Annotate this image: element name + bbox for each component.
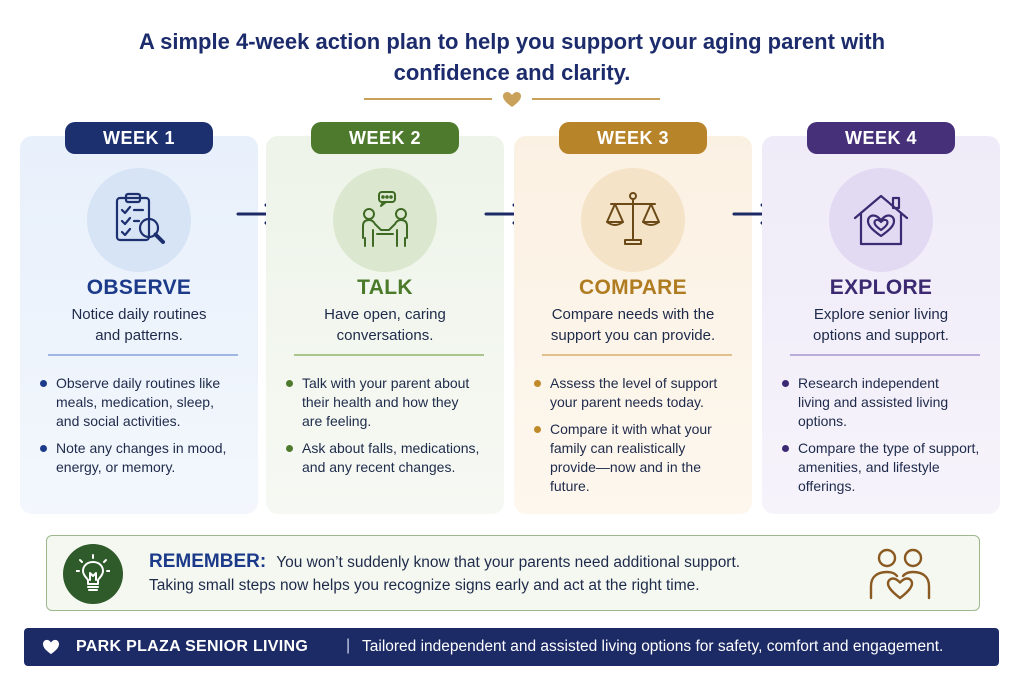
week-3-card: WEEK 3 COMPARE Compare needs with the su…: [514, 122, 752, 514]
week-4-icon-circle: [829, 168, 933, 272]
week-2-badge: WEEK 2: [311, 122, 459, 154]
family-heart-icon: [869, 548, 931, 600]
week-3-icon-circle: [581, 168, 685, 272]
week-4-badge: WEEK 4: [807, 122, 955, 154]
week-1-bullets: Observe daily routines like meals, medic…: [38, 374, 252, 485]
week-2-title: TALK: [357, 276, 413, 299]
divider-line-right: [532, 98, 660, 100]
week-4-bullets: Research independent living and assisted…: [780, 374, 994, 504]
list-item: Compare it with what your family can rea…: [532, 420, 746, 496]
bullet-dot: [40, 445, 47, 452]
week-3-title: COMPARE: [579, 276, 687, 299]
remember-line-1: REMEMBER: You won’t suddenly know that y…: [149, 551, 740, 573]
list-item: Observe daily routines like meals, medic…: [38, 374, 252, 431]
week-3-bullets: Assess the level of support your parent …: [532, 374, 746, 504]
week-1-card: WEEK 1 OBSERVE Notice daily routines and…: [20, 122, 258, 514]
bullet-line: living and assisted living: [798, 394, 949, 410]
week-4-title: EXPLORE: [829, 276, 933, 299]
bullet-line: Note any changes in mood,: [56, 440, 227, 456]
week-1-badge: WEEK 1: [65, 122, 213, 154]
week-4-subtitle-line-1: Explore senior living: [813, 306, 949, 323]
week-2-subtitle-line-1: Have open, caring: [324, 306, 446, 323]
clipboard-magnifier-icon: [115, 192, 165, 244]
week-2-card: WEEK 2 TALK Have open, caring conversati…: [266, 122, 504, 514]
week-2-rule: [294, 354, 484, 356]
remember-text-1: You won’t suddenly know that your parent…: [276, 554, 741, 571]
list-item: Note any changes in mood, energy, or mem…: [38, 439, 252, 477]
list-item: Assess the level of support your parent …: [532, 374, 746, 412]
remember-box: REMEMBER: You won’t suddenly know that y…: [46, 535, 980, 611]
divider-line-left: [364, 98, 492, 100]
list-item: Ask about falls, medications, and any re…: [284, 439, 498, 477]
week-2-icon-circle: [333, 168, 437, 272]
bullet-dot: [40, 380, 47, 387]
balance-scale-icon: [606, 192, 660, 245]
title-line-2: confidence and clarity.: [393, 60, 631, 85]
week-1-subtitle-line-2: and patterns.: [95, 327, 183, 344]
week-2-subtitle: Have open, caring conversations.: [280, 304, 490, 346]
week-4-card: WEEK 4 EXPLORE Explore senior living opt…: [762, 122, 1000, 514]
bullet-line: provide—now and in the: [550, 459, 701, 475]
bullet-line: Observe daily routines like: [56, 375, 221, 391]
week-1-subtitle: Notice daily routines and patterns.: [34, 304, 244, 346]
heart-icon: [43, 639, 59, 655]
bullet-dot: [782, 445, 789, 452]
week-3-rule: [542, 354, 732, 356]
remember-line-2: Taking small steps now helps you recogni…: [149, 577, 700, 594]
title-line-1: A simple 4-week action plan to help you …: [138, 29, 886, 54]
bullet-line: energy, or memory.: [56, 459, 176, 475]
bullet-line: and any recent changes.: [302, 459, 456, 475]
footer-tagline: Tailored independent and assisted living…: [362, 638, 944, 655]
bullet-line: your parent needs today.: [550, 394, 704, 410]
lightbulb-icon: [76, 554, 110, 591]
two-people-talking-icon: [362, 191, 408, 247]
week-3-subtitle: Compare needs with the support you can p…: [528, 304, 738, 346]
week-1-subtitle-line-1: Notice daily routines: [71, 306, 207, 323]
bullet-line: their health and how they: [302, 394, 459, 410]
week-1-title: OBSERVE: [86, 276, 192, 299]
remember-label: REMEMBER:: [149, 551, 267, 572]
bullet-line: offerings.: [798, 478, 856, 494]
week-1-rule: [48, 354, 238, 356]
bullet-dot: [534, 380, 541, 387]
bullet-line: amenities, and lifestyle: [798, 459, 940, 475]
footer-bar: PARK PLAZA SENIOR LIVING | Tailored inde…: [24, 628, 999, 666]
page-title: A simple 4-week action plan to help you …: [0, 26, 1024, 88]
week-3-badge: WEEK 3: [559, 122, 707, 154]
brand-name: PARK PLAZA SENIOR LIVING: [76, 638, 309, 655]
bullet-line: meals, medication, sleep,: [56, 394, 214, 410]
heart-icon: [503, 92, 521, 107]
bullet-line: Assess the level of support: [550, 375, 718, 391]
bullet-line: Compare the type of support,: [798, 440, 980, 456]
footer-separator: |: [346, 637, 351, 654]
bullet-line: Research independent: [798, 375, 939, 391]
bullet-line: future.: [550, 478, 590, 494]
list-item: Talk with your parent about their health…: [284, 374, 498, 431]
bullet-dot: [286, 380, 293, 387]
bullet-line: options.: [798, 413, 848, 429]
week-4-rule: [790, 354, 980, 356]
bullet-line: and social activities.: [56, 413, 181, 429]
bullet-line: Talk with your parent about: [302, 375, 470, 391]
bullet-line: Compare it with what your: [550, 421, 712, 437]
week-4-subtitle: Explore senior living options and suppor…: [776, 304, 986, 346]
week-3-subtitle-line-1: Compare needs with the: [551, 306, 715, 323]
bullet-dot: [286, 445, 293, 452]
bullet-line: family can realistically: [550, 440, 686, 456]
bullet-line: Ask about falls, medications,: [302, 440, 480, 456]
house-heart-icon: [853, 194, 909, 246]
lightbulb-badge: [63, 544, 123, 604]
list-item: Research independent living and assisted…: [780, 374, 994, 431]
list-item: Compare the type of support, amenities, …: [780, 439, 994, 496]
bullet-dot: [782, 380, 789, 387]
week-2-bullets: Talk with your parent about their health…: [284, 374, 498, 485]
bullet-dot: [534, 426, 541, 433]
week-3-subtitle-line-2: support you can provide.: [550, 327, 716, 344]
week-4-subtitle-line-2: options and support.: [813, 327, 949, 344]
week-1-icon-circle: [87, 168, 191, 272]
title-divider: [364, 90, 660, 110]
week-2-subtitle-line-2: conversations.: [336, 327, 434, 344]
bullet-line: are feeling.: [302, 413, 372, 429]
